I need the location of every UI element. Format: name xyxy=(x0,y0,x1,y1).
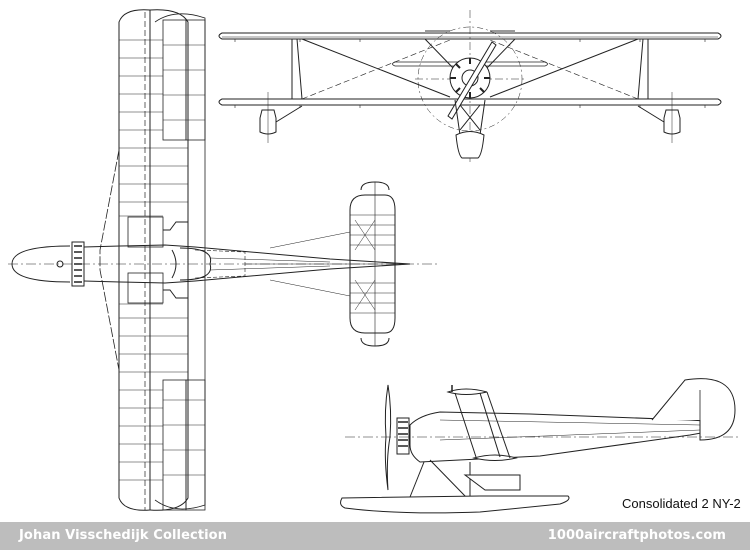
website-credit: 1000aircraftphotos.com xyxy=(547,528,726,543)
top-view xyxy=(8,9,440,511)
three-view-drawing xyxy=(8,9,740,514)
collection-credit: Johan Visschedijk Collection xyxy=(19,528,228,543)
front-view xyxy=(218,10,722,165)
footer-bar: Johan Visschedijk Collection 1000aircraf… xyxy=(0,522,750,550)
drawing-caption: Consolidated 2 NY-2 xyxy=(622,496,741,511)
side-view xyxy=(340,378,740,514)
